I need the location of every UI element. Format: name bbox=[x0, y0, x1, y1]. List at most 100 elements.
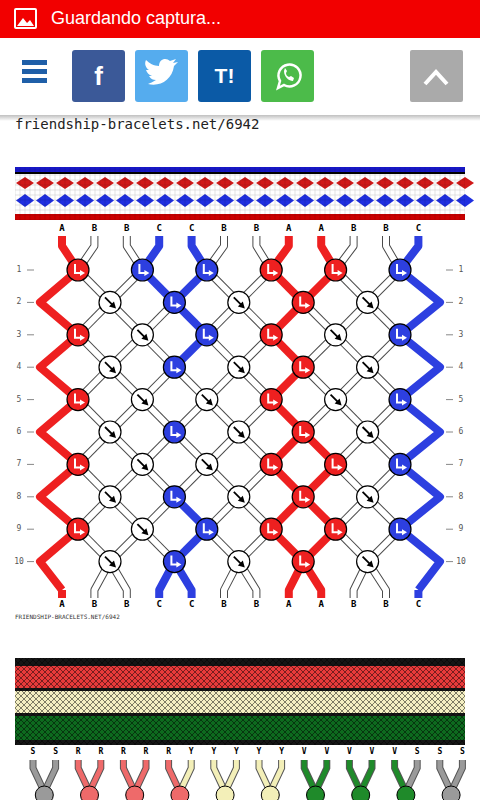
row-tick bbox=[27, 270, 34, 271]
row-number: 3 bbox=[17, 331, 22, 339]
knot-arrow bbox=[367, 496, 374, 503]
row-tick bbox=[27, 464, 34, 465]
string-letter: B bbox=[221, 600, 226, 609]
knot-arrow bbox=[176, 562, 181, 568]
string-letter: S bbox=[53, 748, 58, 756]
knot bbox=[325, 324, 347, 346]
colored-strand bbox=[414, 590, 422, 598]
knot-arrow bbox=[238, 561, 245, 568]
menu-icon bbox=[22, 60, 47, 83]
knot bbox=[292, 291, 314, 313]
knot-arrow bbox=[305, 497, 310, 503]
knot-arrow bbox=[402, 270, 407, 276]
knot-arrow bbox=[144, 270, 149, 276]
knot bbox=[163, 486, 185, 508]
row-number: 1 bbox=[17, 266, 22, 274]
string-letter: A bbox=[286, 600, 291, 609]
row-number: 5 bbox=[459, 396, 464, 404]
status-text: Guardando captura... bbox=[51, 9, 221, 27]
knot bbox=[126, 786, 144, 800]
preview-grid bbox=[15, 167, 465, 220]
row-number: 4 bbox=[17, 363, 22, 371]
string-letter: C bbox=[416, 224, 421, 233]
row-tick bbox=[27, 334, 34, 335]
knot bbox=[307, 786, 325, 800]
row-number: 9 bbox=[17, 525, 22, 533]
knot-arrow bbox=[176, 497, 181, 503]
knot bbox=[67, 453, 89, 475]
string-letter: A bbox=[318, 600, 323, 609]
knot bbox=[196, 259, 218, 281]
knot bbox=[357, 291, 379, 313]
string-letter: V bbox=[302, 748, 307, 756]
string-letter: S bbox=[460, 748, 465, 756]
string-letter: V bbox=[370, 748, 375, 756]
string-letter: Y bbox=[279, 748, 284, 756]
chevron-up-icon bbox=[425, 72, 447, 84]
knot-arrow bbox=[141, 334, 148, 341]
string-letter: S bbox=[31, 748, 36, 756]
knot bbox=[67, 518, 89, 540]
knot bbox=[171, 786, 189, 800]
string-letter: B bbox=[92, 224, 97, 233]
knot bbox=[131, 518, 153, 540]
knot bbox=[99, 486, 121, 508]
knot-pattern bbox=[33, 760, 462, 800]
string-letter: B bbox=[124, 600, 129, 609]
row-tick bbox=[446, 399, 453, 400]
row-number: 10 bbox=[14, 558, 24, 566]
knot-arrow bbox=[273, 335, 278, 341]
row-tick bbox=[27, 367, 34, 368]
knot bbox=[163, 291, 185, 313]
knot-arrow bbox=[206, 463, 213, 470]
knot-arrow bbox=[338, 464, 343, 470]
row-tick bbox=[446, 334, 453, 335]
knot bbox=[196, 518, 218, 540]
knot bbox=[261, 786, 279, 800]
knot-arrow bbox=[80, 335, 85, 341]
string-letter: V bbox=[392, 748, 397, 756]
knot bbox=[260, 324, 282, 346]
string-letter: V bbox=[324, 748, 329, 756]
status-bar bbox=[0, 0, 480, 38]
knot-arrow bbox=[80, 464, 85, 470]
row-number: 7 bbox=[17, 460, 22, 468]
row-tick bbox=[446, 496, 453, 497]
knot bbox=[228, 421, 250, 443]
knot bbox=[67, 389, 89, 411]
bracelet-preview bbox=[15, 167, 474, 220]
string-letter: C bbox=[189, 224, 194, 233]
string-letter: B bbox=[254, 224, 259, 233]
string-letter: Y bbox=[211, 748, 216, 756]
knot-arrow bbox=[209, 270, 214, 276]
knot bbox=[325, 518, 347, 540]
row-number: 7 bbox=[459, 460, 464, 468]
knot-arrow bbox=[238, 301, 245, 308]
knot bbox=[163, 356, 185, 378]
knot bbox=[196, 389, 218, 411]
row-number: 6 bbox=[459, 428, 464, 436]
knot-arrow bbox=[305, 302, 310, 308]
string-letter: R bbox=[121, 748, 126, 756]
knot bbox=[196, 324, 218, 346]
knot-arrow bbox=[109, 301, 116, 308]
string-letter: C bbox=[156, 224, 161, 233]
knot bbox=[292, 421, 314, 443]
knot bbox=[357, 486, 379, 508]
row-tick bbox=[27, 529, 34, 530]
string-letter: C bbox=[156, 600, 161, 609]
knot-arrow bbox=[273, 400, 278, 406]
knot bbox=[163, 421, 185, 443]
string-letter: R bbox=[166, 748, 171, 756]
string-letter: B bbox=[254, 600, 259, 609]
twitter-button bbox=[135, 50, 188, 102]
knot bbox=[67, 259, 89, 281]
row-tick bbox=[27, 561, 34, 562]
knot bbox=[357, 551, 379, 573]
knot-arrow bbox=[176, 302, 181, 308]
string-letter: S bbox=[437, 748, 442, 756]
string-letter: R bbox=[98, 748, 103, 756]
string-letter: B bbox=[124, 224, 129, 233]
knot-arrow bbox=[367, 366, 374, 373]
watermark: FRIENDSHIP-BRACELETS.NET/6942 bbox=[15, 614, 120, 620]
